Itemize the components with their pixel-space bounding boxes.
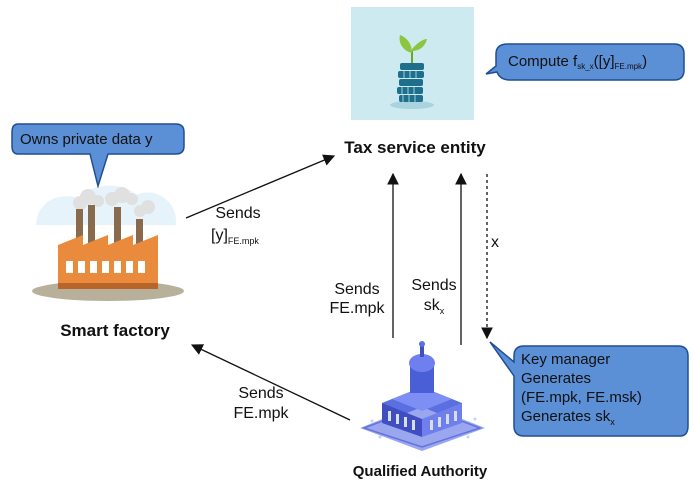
authority-to-tax-sk-value: skx (404, 296, 464, 321)
arrow-authority-to-factory (190, 344, 351, 421)
factory-callout-bubble (11, 123, 185, 188)
authority-to-tax-mpk-value: FE.mpk (329, 300, 385, 317)
tax-callout-bubble (485, 43, 685, 81)
authority-to-tax-mpk-word: Sends (334, 281, 380, 298)
tax-service-entity-label: Tax service entity (344, 138, 486, 157)
coin-stack-plant-illustration (351, 7, 474, 120)
authority-to-tax-sk-value-main: sk (423, 297, 440, 314)
authority-callout-line3: (FE.mpk, FE.msk) (521, 389, 642, 406)
tax-to-authority-value: x (491, 234, 499, 251)
authority-callout-line1: Key manager (521, 351, 611, 368)
tax-callout-mid: ([y] (593, 53, 615, 70)
factory-to-tax-value-sub: FE.mpk (227, 236, 259, 246)
authority-to-tax-sk-value-sub: x (439, 306, 445, 316)
factory-illustration (32, 185, 184, 301)
qualified-authority-label: Qualified Authority (352, 463, 488, 480)
factory-callout-text: Owns private data y (20, 131, 153, 148)
smart-factory-label: Smart factory (60, 321, 170, 340)
factory-to-tax-value: [y]FE.mpk (211, 226, 259, 251)
arrow-factory-to-tax (185, 154, 336, 219)
authority-callout-bubble (489, 341, 689, 437)
authority-to-tax-sk-word: Sends (411, 277, 457, 294)
factory-to-tax-value-main: [y] (211, 227, 228, 244)
tax-callout-prefix: Compute f (508, 53, 578, 70)
tax-callout-suffix: ) (642, 53, 648, 70)
authority-callout-line4: Generates skx (521, 407, 615, 432)
authority-callout-line4-prefix: Generates sk (521, 408, 611, 425)
authority-callout-line2: Generates (521, 370, 592, 387)
tax-callout-text: Compute fsk_x([y]FE.mpk) (508, 52, 647, 76)
tax-callout-sub1: sk_x (577, 62, 594, 71)
factory-to-tax-word: Sends (215, 205, 261, 222)
government-building-illustration (360, 341, 485, 451)
authority-callout-line4-sub: x (610, 417, 615, 427)
authority-to-factory-value: FE.mpk (233, 405, 289, 422)
authority-to-factory-word: Sends (238, 385, 284, 402)
tax-callout-sub2: FE.mpk (614, 62, 643, 71)
